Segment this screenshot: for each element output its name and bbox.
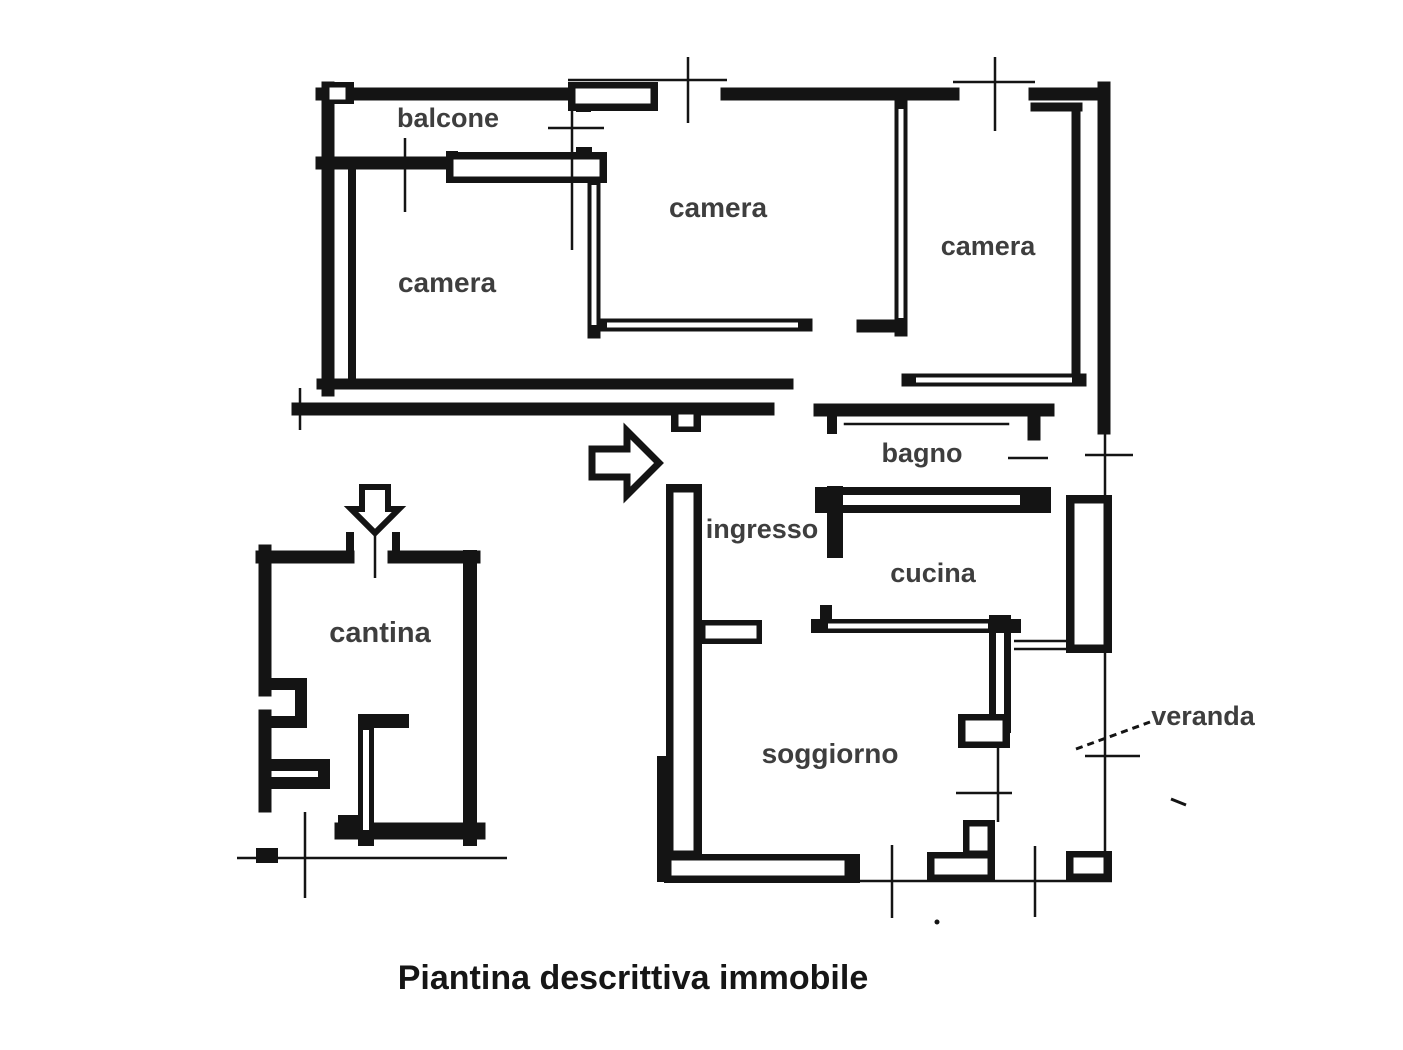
room-label-camera-right: camera [941, 231, 1037, 261]
window-markers [298, 57, 1133, 822]
room-label-bagno: bagno [882, 438, 963, 468]
room-label-ingresso: ingresso [706, 514, 819, 544]
room-label-camera-center: camera [669, 192, 768, 223]
cantina-ground-line [237, 812, 507, 898]
stray-scan-marks [934, 797, 1187, 925]
veranda-glass-lines [860, 428, 1140, 918]
veranda-leader-line [1075, 720, 1151, 751]
room-label-veranda: veranda [1151, 701, 1256, 731]
room-label-balcone: balcone [397, 103, 499, 133]
room-label-cucina: cucina [890, 558, 977, 588]
room-label-soggiorno: soggiorno [762, 738, 899, 769]
plan-title: Piantina descrittiva immobile [398, 959, 868, 997]
cellar-arrow-icon [343, 484, 407, 538]
room-label-camera-left: camera [398, 267, 497, 298]
walls-black-overlays [827, 486, 843, 558]
entrance-arrow-icon [588, 422, 664, 504]
walls-white-cores [329, 87, 1104, 876]
room-label-cantina: cantina [329, 617, 431, 649]
